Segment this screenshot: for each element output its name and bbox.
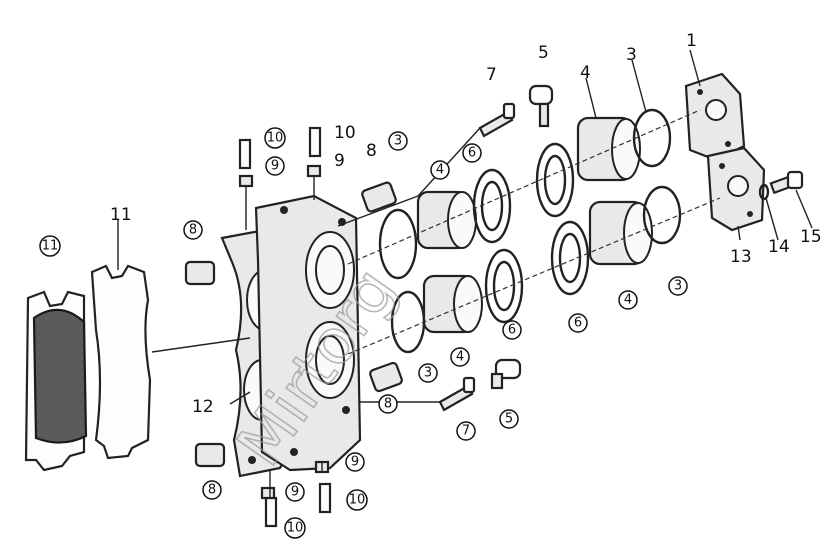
label-part-7-top: 7 bbox=[486, 65, 497, 85]
brake-pad-with-lining bbox=[24, 290, 88, 472]
svg-text:7: 7 bbox=[462, 424, 470, 439]
fitting-top bbox=[528, 84, 554, 128]
svg-text:11: 11 bbox=[42, 239, 59, 254]
mounting-bolts bbox=[238, 126, 332, 528]
svg-text:4: 4 bbox=[456, 350, 464, 365]
bleeder-valve-top bbox=[478, 102, 516, 138]
svg-text:9: 9 bbox=[351, 455, 359, 470]
callout-3-lower: 3 bbox=[418, 363, 438, 383]
piston-lower-right bbox=[588, 200, 653, 266]
plug-left bbox=[184, 260, 216, 286]
end-cover-lower bbox=[706, 146, 766, 232]
svg-text:6: 6 bbox=[468, 146, 476, 161]
svg-text:8: 8 bbox=[189, 223, 197, 238]
svg-text:6: 6 bbox=[574, 316, 582, 331]
svg-text:8: 8 bbox=[208, 483, 216, 498]
label-part-3-top: 3 bbox=[626, 45, 637, 65]
svg-text:10: 10 bbox=[267, 131, 284, 146]
svg-text:9: 9 bbox=[271, 159, 279, 174]
backing-plate bbox=[90, 264, 152, 460]
label-part-9-top-right: 9 bbox=[334, 151, 345, 171]
label-part-4-top: 4 bbox=[580, 63, 591, 83]
callout-8-right: 8 bbox=[378, 394, 398, 414]
callout-10-bottom-left: 10 bbox=[284, 517, 306, 539]
cover-bolt bbox=[769, 170, 804, 195]
label-part-15: 15 bbox=[800, 227, 822, 247]
svg-text:9: 9 bbox=[291, 485, 299, 500]
plug-right bbox=[369, 361, 403, 393]
callout-4-lower: 4 bbox=[450, 347, 470, 367]
label-part-5-top: 5 bbox=[538, 43, 549, 63]
callout-5-bottom: 5 bbox=[499, 409, 519, 429]
callout-10-bottom-right: 10 bbox=[346, 489, 368, 511]
svg-text:10: 10 bbox=[349, 493, 366, 508]
callout-4-mid: 4 bbox=[430, 160, 450, 180]
plug-top bbox=[361, 181, 397, 213]
label-part-13: 13 bbox=[730, 247, 752, 267]
callout-7-bottom: 7 bbox=[456, 421, 476, 441]
callout-8-bottom: 8 bbox=[202, 480, 222, 500]
svg-text:10: 10 bbox=[287, 521, 304, 536]
dust-boots bbox=[472, 142, 590, 324]
callout-6-b: 6 bbox=[502, 320, 522, 340]
label-part-8-top: 8 bbox=[366, 141, 377, 161]
svg-text:5: 5 bbox=[505, 412, 513, 427]
callout-9-bottom-left: 9 bbox=[285, 482, 305, 502]
bleeder-valve-bottom bbox=[438, 376, 476, 412]
svg-text:3: 3 bbox=[424, 366, 432, 381]
plug-bottom bbox=[194, 442, 226, 468]
caliper-inner-half bbox=[254, 194, 362, 472]
leader-lines bbox=[117, 49, 813, 498]
callout-3-left: 3 bbox=[388, 131, 408, 151]
callout-6-c: 6 bbox=[568, 313, 588, 333]
callout-9-top-left: 9 bbox=[265, 156, 285, 176]
callout-6-a: 6 bbox=[462, 143, 482, 163]
callout-9-bottom-right: 9 bbox=[345, 452, 365, 472]
label-part-10-top-right: 10 bbox=[334, 123, 356, 143]
callout-11-left: 11 bbox=[39, 235, 61, 257]
label-part-12: 12 bbox=[192, 397, 214, 417]
svg-text:6: 6 bbox=[508, 323, 516, 338]
label-part-14: 14 bbox=[768, 237, 790, 257]
label-part-11-right: 11 bbox=[110, 205, 132, 225]
fitting-bottom bbox=[490, 358, 522, 390]
svg-text:4: 4 bbox=[624, 293, 632, 308]
callout-10-top-left: 10 bbox=[264, 127, 286, 149]
svg-text:3: 3 bbox=[674, 279, 682, 294]
piston-lower-left bbox=[422, 274, 483, 334]
callout-8-left: 8 bbox=[183, 220, 203, 240]
svg-text:8: 8 bbox=[384, 397, 392, 412]
svg-text:4: 4 bbox=[436, 163, 444, 178]
end-cover-upper bbox=[684, 72, 746, 162]
label-part-1: 1 bbox=[686, 31, 697, 51]
svg-text:3: 3 bbox=[394, 134, 402, 149]
piston-upper-right bbox=[576, 116, 641, 182]
callout-4-right: 4 bbox=[618, 290, 638, 310]
cover-washer bbox=[758, 183, 770, 201]
piston-upper-left bbox=[416, 190, 477, 250]
callout-3-right: 3 bbox=[668, 276, 688, 296]
